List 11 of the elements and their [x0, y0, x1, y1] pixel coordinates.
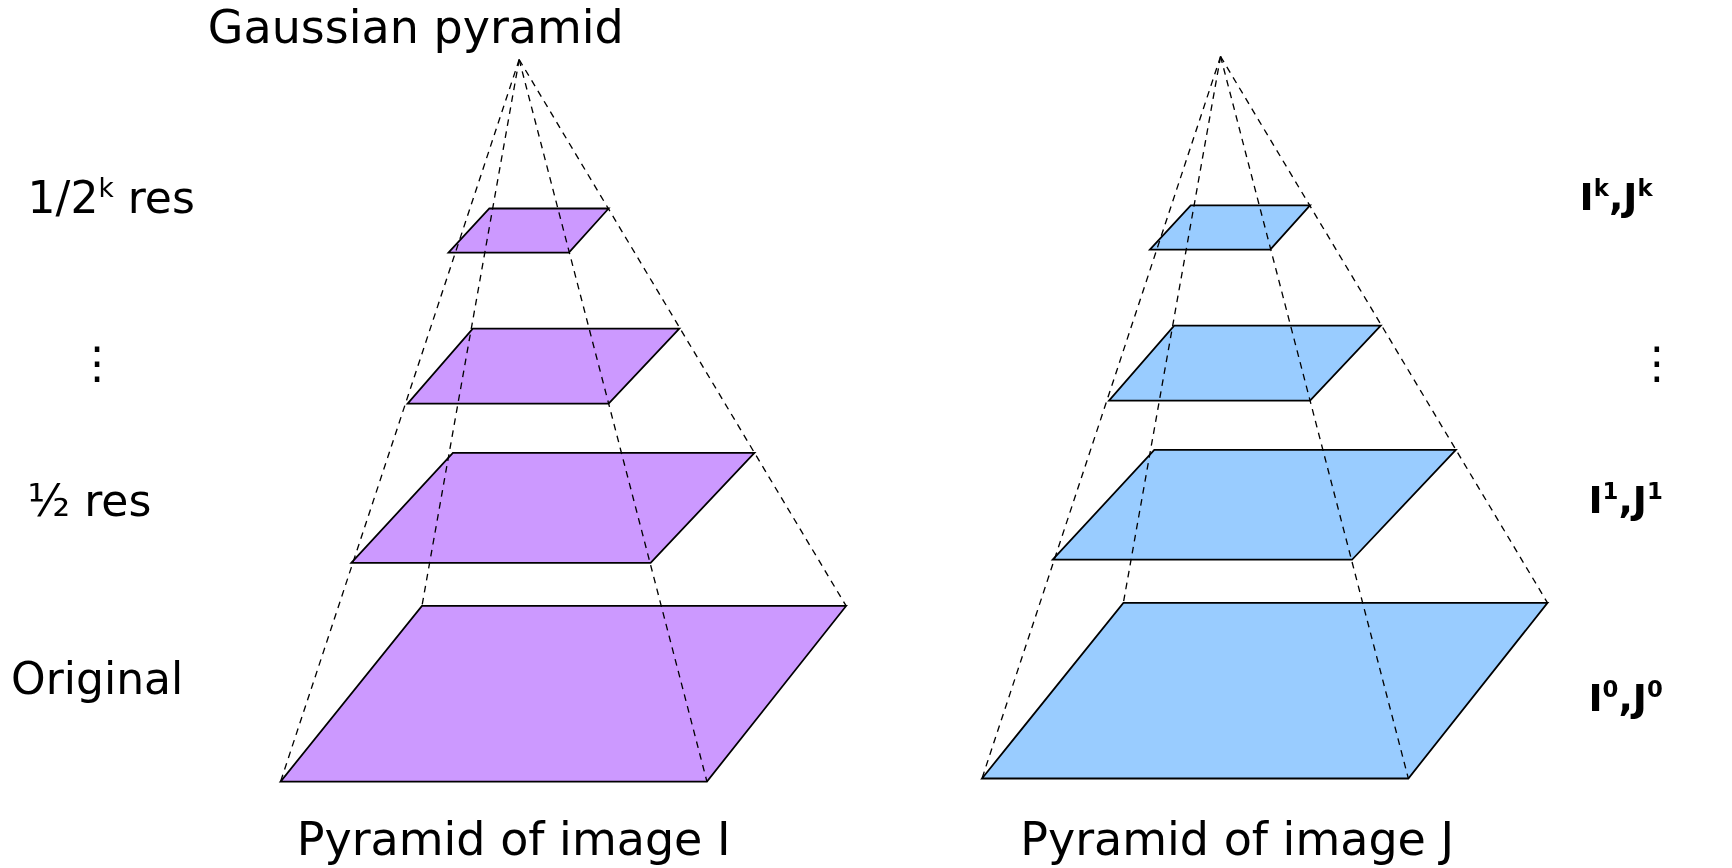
level-label: I$^{1}$,J$^{1}$: [1588, 480, 1663, 523]
title: Gaussian pyramid: [207, 0, 624, 54]
ellipsis: ⋮: [1634, 338, 1679, 387]
pyramid-caption: Pyramid of image J: [1020, 814, 1455, 865]
resolution-label: ½ res: [27, 477, 152, 526]
resolution-label: Original: [11, 654, 184, 704]
level-label: I$^{0}$,J$^{0}$: [1588, 678, 1663, 721]
resolution-label: 1/2$^{k}$ res: [27, 174, 195, 223]
level-label: I$^{k}$,J$^{k}$: [1579, 177, 1653, 220]
pyramid-caption: Pyramid of image I: [296, 814, 731, 865]
ellipsis: ⋮: [75, 338, 120, 387]
